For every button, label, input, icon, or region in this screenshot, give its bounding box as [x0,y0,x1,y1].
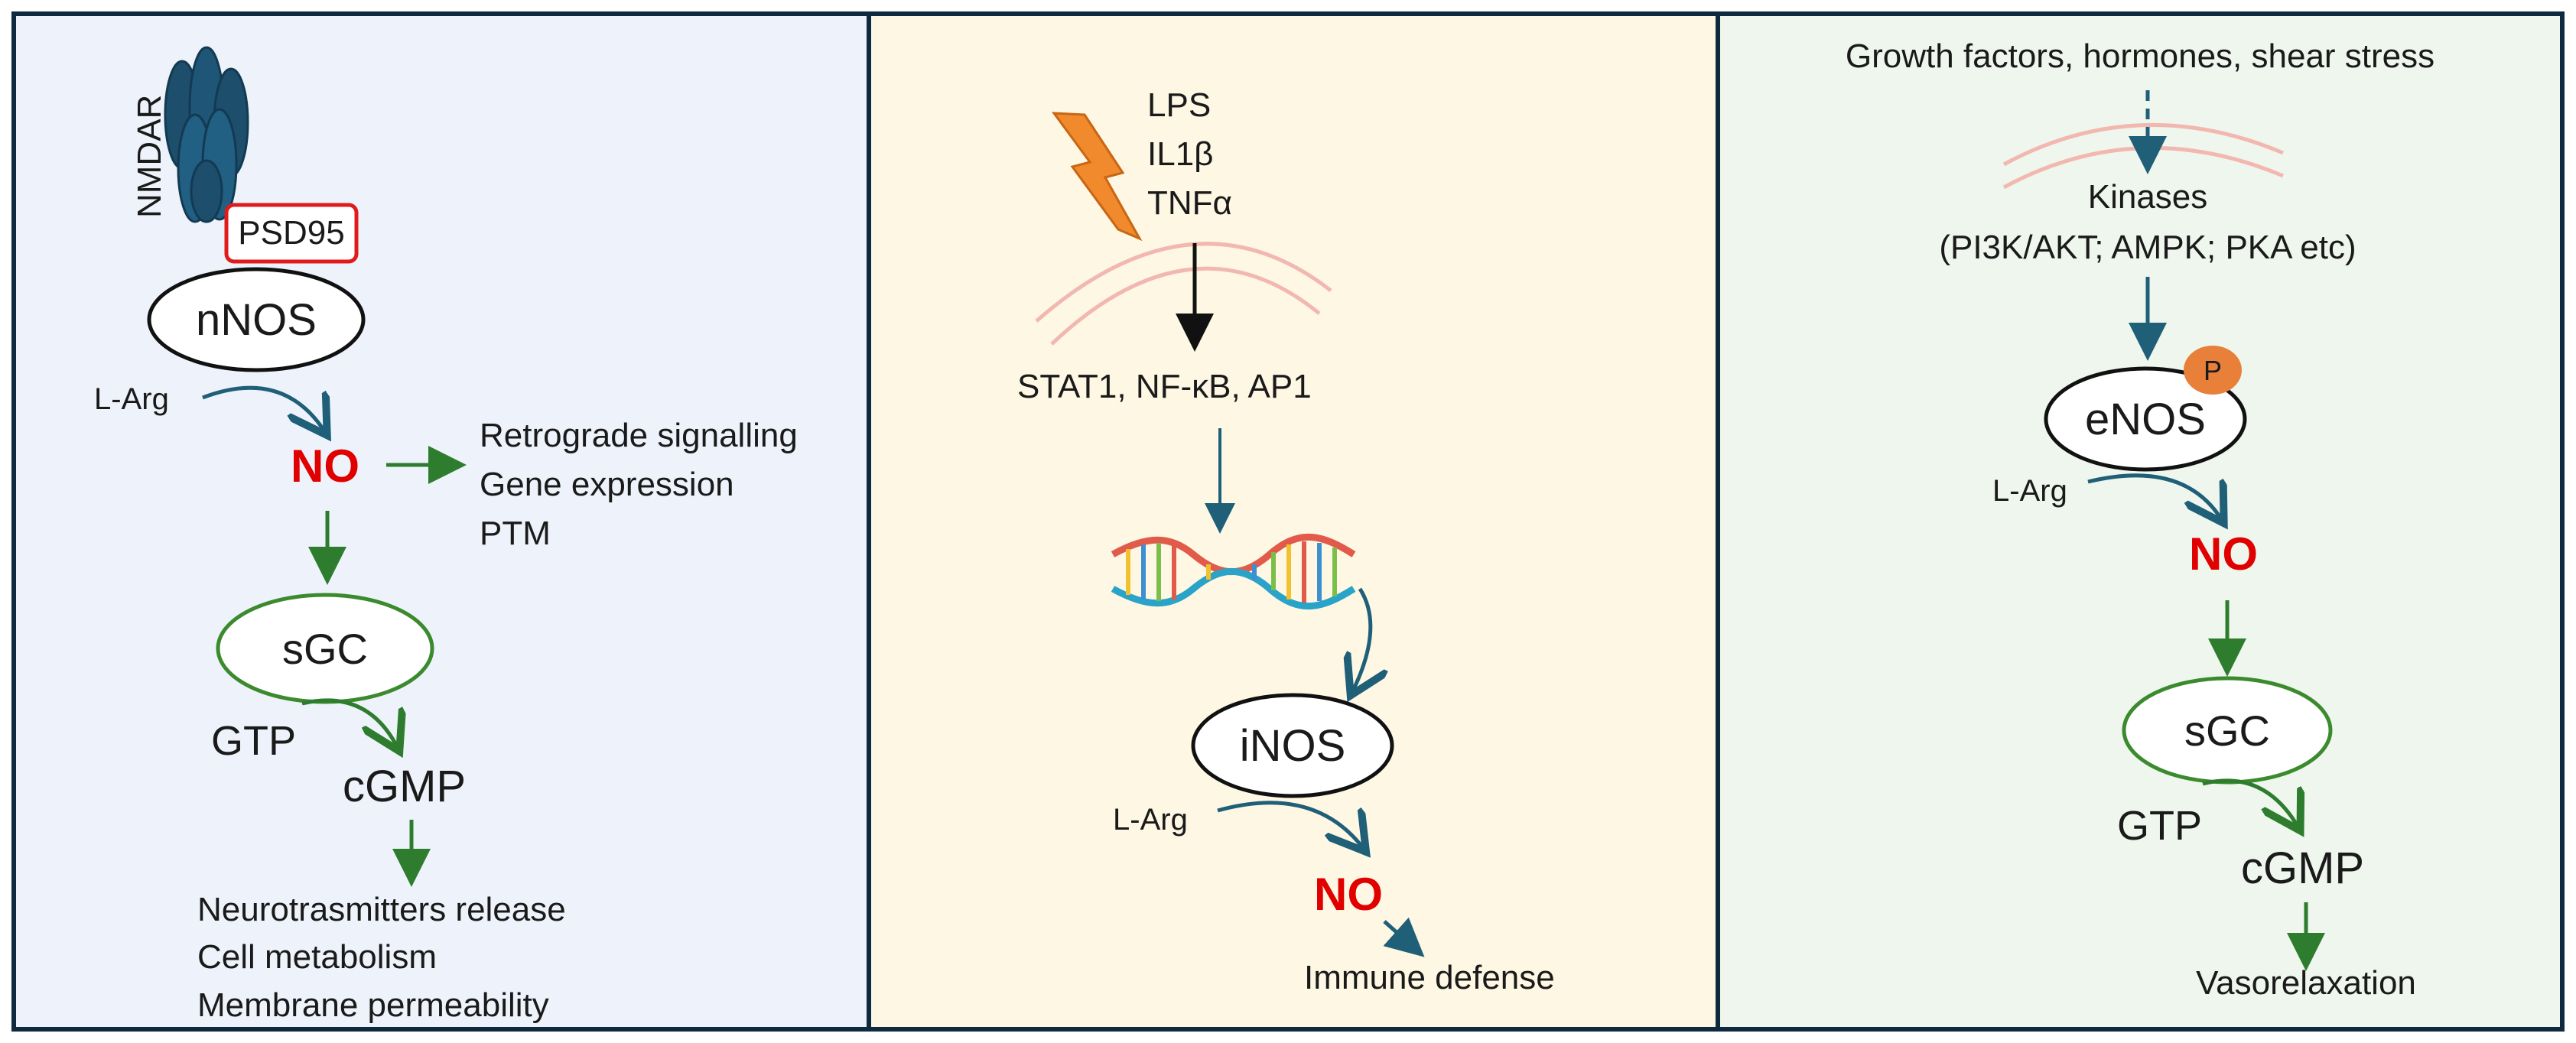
gtp-cgmp-arrow-1 [301,698,398,748]
dna-inos-arrow [1352,587,1371,692]
stimulus-1: LPS [1147,86,1211,124]
l-arg-label-2: L-Arg [1113,803,1188,837]
outcome-3: Membrane permeability [197,986,549,1024]
effect-3: PTM [480,515,551,552]
l-arg-label-1: L-Arg [94,382,169,416]
l-arg-label-3: L-Arg [1992,474,2067,508]
nmdar-label: NMDAR [131,95,168,218]
dna-icon [1111,534,1356,609]
gtp-label-1: GTP [211,718,296,764]
outcome-2: Cell metabolism [197,938,437,976]
nnos-ellipse [147,267,366,372]
sgc-label-3: sGC [2184,707,2270,755]
gtp-label-3: GTP [2117,803,2202,849]
cgmp-label-1: cGMP [343,762,466,811]
psd95-box [224,203,359,264]
no-label-3: NO [2189,528,2258,580]
phospho-badge [2184,346,2242,395]
l-arg-arrow-3 [2087,473,2222,520]
nmdar-receptor-icon [164,46,249,223]
inos-label: iNOS [1240,721,1346,771]
enos-label: eNOS [2085,395,2206,444]
cell-membrane-1 [1035,242,1332,346]
phospho-label: P [2204,355,2222,386]
panel-neuronal [11,11,871,1032]
inos-ellipse [1191,693,1394,798]
l-arg-arrow-2 [1217,801,1364,849]
no-label-2: NO [1314,869,1383,920]
psd95-label: PSD95 [238,214,344,252]
kinases-title: Kinases [2088,178,2208,216]
gtp-cgmp-arrow-3 [2202,778,2298,827]
stimulus-2: IL1β [1147,135,1213,173]
kinases-list: (PI3K/AKT; AMPK; PKA etc) [1939,229,2356,266]
sgc-label-1: sGC [282,625,368,673]
stimulus-3: TNFα [1147,184,1232,222]
panel-endothelial [1716,11,2565,1032]
panel-inducible [867,11,1720,1032]
transcription-factors: STAT1, NF-κB, AP1 [1017,368,1312,405]
l-arg-arrow-1 [202,385,325,432]
no-label-1: NO [291,440,359,492]
effect-1: Retrograde signalling [480,417,798,454]
vasorelaxation: Vasorelaxation [2196,964,2416,1002]
cgmp-label-3: cGMP [2241,843,2364,893]
endothelial-stimuli: Growth factors, hormones, shear stress [1846,37,2435,75]
immune-defense: Immune defense [1304,959,1555,996]
effect-2: Gene expression [480,466,734,503]
outcome-1: Neurotrasmitters release [197,891,566,928]
nnos-label: nNOS [196,295,317,345]
enos-ellipse [2044,366,2247,472]
no-immune-arrow [1383,917,1425,957]
lightning-icon [1048,112,1143,242]
